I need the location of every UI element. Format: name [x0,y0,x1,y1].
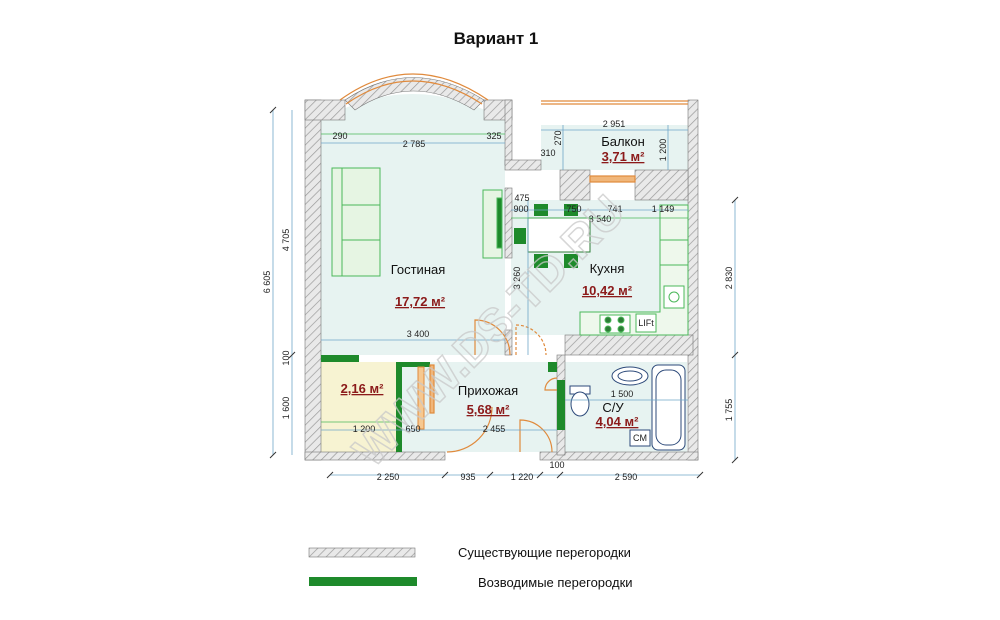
legend-existing-label: Существующие перегородки [458,545,631,560]
dim-1200-balcony: 1 200 [658,139,668,162]
sofa [331,167,381,277]
room-hallway-area: 5,68 м² [467,402,511,417]
dim-3260: 3 260 [512,267,522,290]
legend-swatch-new [309,577,417,586]
kitchen-counter [579,204,689,336]
room-hallway-name: Прихожая [458,383,518,398]
left-dim-4705: 4 705 [281,229,291,252]
fridge-label: LIFt [638,318,654,328]
dim-3540: 3 540 [589,214,612,224]
dim-741: 741 [607,204,622,214]
dim-650: 650 [405,424,420,434]
legend-new-label: Возводимые перегородки [478,575,633,590]
bottom-dim-1220: 1 220 [511,472,534,482]
dim-475: 475 [514,193,529,203]
dim-310: 310 [540,148,555,158]
room-living-name: Гостиная [391,262,446,277]
dim-900: 900 [513,204,528,214]
bathroom-fixtures [569,364,686,451]
room-balcony-area: 3,71 м² [602,149,646,164]
legend: Существующие перегородки Возводимые пере… [308,545,633,590]
bay-window [339,73,489,105]
dim-2785: 2 785 [403,139,426,149]
room-living-area: 17,72 м² [395,294,446,309]
right-dim-2830: 2 830 [724,267,734,290]
dim-2951: 2 951 [603,119,626,129]
new-partitions [321,355,565,452]
dim-325: 325 [486,131,501,141]
tv-unit [482,189,503,259]
room-bathroom-name: С/У [602,400,624,415]
dim-3400: 3 400 [407,329,430,339]
dimension-lines [272,110,736,476]
dim-1500: 1 500 [611,389,634,399]
room-balcony-name: Балкон [601,134,645,149]
plan-title: Вариант 1 [454,29,539,48]
dim-2455: 2 455 [483,424,506,434]
room-kitchen-name: Кухня [590,261,625,276]
right-dim-1755: 1 755 [724,399,734,422]
legend-swatch-existing [308,547,416,558]
bottom-dim-2590: 2 590 [615,472,638,482]
left-dim-total: 6 605 [262,271,272,294]
left-dim-1600: 1 600 [281,397,291,420]
room-bathroom-area: 4,04 м² [596,414,640,429]
storage-wardrobe [417,366,425,430]
bottom-dim-2250: 2 250 [377,472,400,482]
washing-machine-label: СМ [633,433,647,443]
balcony-outline [541,100,688,105]
dim-1200-storage: 1 200 [353,424,376,434]
dim-290: 290 [332,131,347,141]
room-storage-area: 2,16 м² [341,381,385,396]
bottom-dim-935: 935 [460,472,475,482]
room-kitchen-area: 10,42 м² [582,283,633,298]
dimension-ticks [269,106,739,479]
green-extension-lines [321,133,688,423]
left-dim-100: 100 [281,350,291,365]
dim-270: 270 [553,130,563,145]
dim-1149: 1 149 [652,204,675,214]
doors [429,175,636,453]
bottom-dim-100: 100 [549,460,564,470]
dim-750: 750 [566,204,581,214]
